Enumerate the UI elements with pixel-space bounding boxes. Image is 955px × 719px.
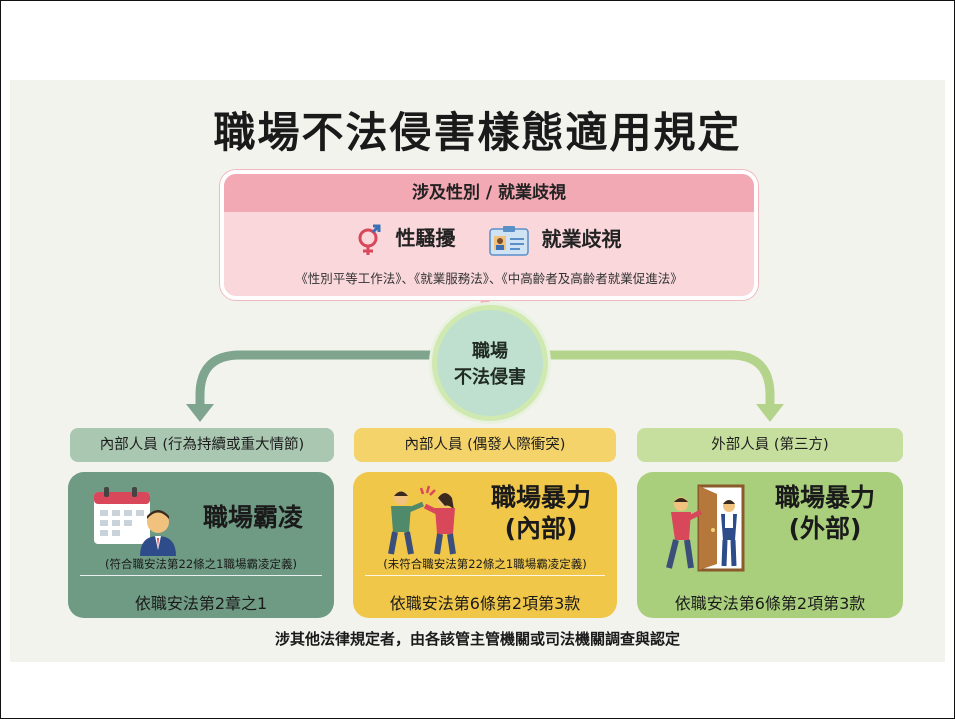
internal-violence-title-line1: 職場暴力 bbox=[490, 483, 591, 512]
external-violence-title: 職場暴力 (外部) bbox=[755, 482, 895, 545]
center-line1: 職場 bbox=[472, 341, 508, 362]
conflict-people-icon bbox=[388, 485, 456, 555]
page-title: 職場不法侵害樣態適用規定 bbox=[213, 108, 742, 157]
internal-violence-title-line2: (內部) bbox=[504, 514, 578, 544]
internal-violence-note: (未符合職安法第22條之1職場霸凌定義) bbox=[365, 556, 605, 576]
harassment-item: 性騷擾 bbox=[356, 222, 455, 257]
arrow-right-head bbox=[756, 404, 784, 422]
harassment-label: 性騷擾 bbox=[395, 226, 456, 250]
calendar-person-icon bbox=[94, 487, 176, 556]
bullying-title: 職場霸凌 bbox=[178, 502, 328, 533]
discrimination-item: 就業歧視 bbox=[488, 223, 622, 256]
category-pill-external: 外部人員 (第三方) bbox=[637, 428, 903, 462]
external-violence-card: 職場暴力 (外部) 依職安法第6條第2項第3款 bbox=[637, 472, 903, 618]
category-pill-internal-occasional: 內部人員 (偶發人際衝突) bbox=[354, 428, 616, 462]
internal-violence-law: 依職安法第6條第2項第3款 bbox=[389, 594, 581, 613]
external-violence-title-line2: (外部) bbox=[788, 514, 862, 544]
top-box-heading: 涉及性別 / 就業歧視 bbox=[224, 174, 754, 212]
connector-left bbox=[195, 350, 438, 408]
gender-symbol-icon bbox=[358, 224, 381, 255]
top-box-items: 性騷擾 就業歧視 bbox=[224, 222, 754, 262]
gender-discrimination-box: 涉及性別 / 就業歧視 性騷擾 就業歧視 bbox=[220, 170, 758, 300]
arrow-left-head bbox=[186, 404, 214, 422]
internal-violence-card: 職場暴力 (內部) (未符合職安法第22條之1職場霸凌定義) 依職安法第6條第2… bbox=[353, 472, 617, 618]
door-intruder-icon bbox=[666, 484, 745, 572]
bullying-law: 依職安法第2章之1 bbox=[134, 594, 268, 613]
external-violence-law: 依職安法第6條第2項第3款 bbox=[674, 594, 866, 613]
internal-violence-title: 職場暴力 (內部) bbox=[471, 482, 611, 545]
footer-note: 涉其他法律規定者，由各該管主管機關或司法機關調查與認定 bbox=[274, 630, 680, 648]
bullying-title-line1: 職場霸凌 bbox=[202, 503, 303, 532]
connector-right bbox=[535, 350, 775, 408]
external-violence-title-line1: 職場暴力 bbox=[774, 483, 875, 512]
center-circle: 職場 不法侵害 bbox=[432, 305, 548, 421]
id-card-icon bbox=[488, 225, 529, 256]
discrimination-label: 就業歧視 bbox=[541, 227, 622, 251]
center-line2: 不法侵害 bbox=[454, 367, 526, 388]
bullying-note: (符合職安法第22條之1職場霸凌定義) bbox=[80, 556, 322, 576]
category-pill-internal-persistent: 內部人員 (行為持續或重大情節) bbox=[70, 428, 334, 462]
workplace-bullying-card: 職場霸凌 (符合職安法第22條之1職場霸凌定義) 依職安法第2章之1 bbox=[68, 472, 334, 618]
top-box-laws: 《性別平等工作法》、《就業服務法》、《中高齡者及高齡者就業促進法》 bbox=[295, 271, 683, 286]
